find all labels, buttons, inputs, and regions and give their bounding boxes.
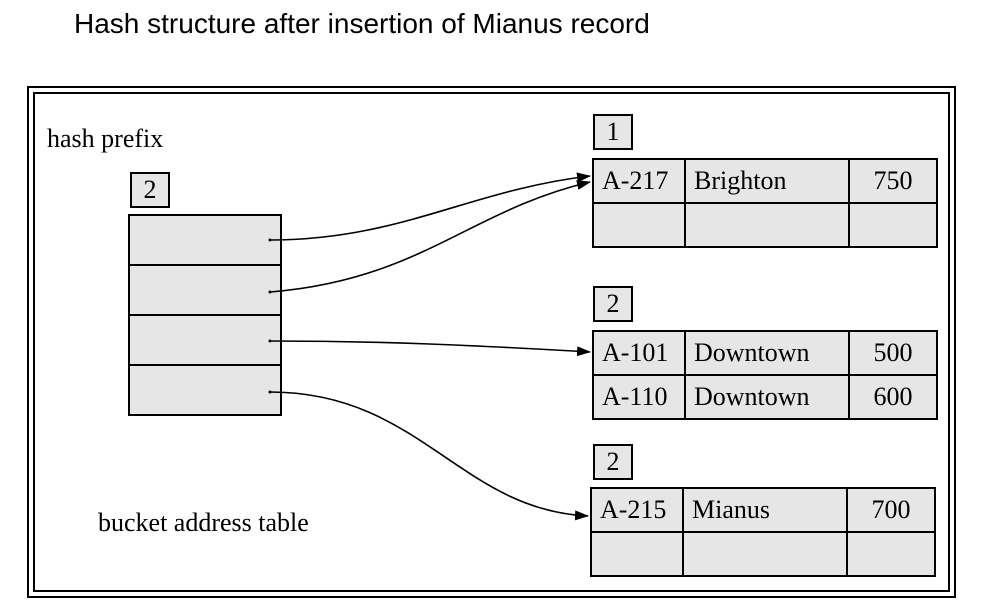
bucket-cell xyxy=(846,531,936,577)
bucket-cell: Brighton xyxy=(684,158,850,204)
bucket-3: A-215 Mianus 700 xyxy=(590,487,936,577)
bucket-cell xyxy=(848,202,938,248)
bucket-cell: Downtown xyxy=(684,330,850,376)
bucket-cell xyxy=(682,531,848,577)
pointer-arrow-3 xyxy=(269,391,589,521)
global-depth-box: 2 xyxy=(130,172,170,208)
bucket-address-table-label: bucket address table xyxy=(98,508,309,537)
table-row xyxy=(590,531,936,577)
pointer-origin-0 xyxy=(268,238,272,242)
bucket-cell: A-110 xyxy=(592,374,686,420)
pointer-arrow-2 xyxy=(269,340,591,357)
bucket-cell: 750 xyxy=(848,158,938,204)
bucket-2-local-depth: 2 xyxy=(593,286,633,322)
table-row: A-215 Mianus 700 xyxy=(590,487,936,533)
table-row: A-101 Downtown 500 xyxy=(592,330,938,376)
table-row: A-217 Brighton 750 xyxy=(592,158,938,204)
table-row xyxy=(592,202,938,248)
bucket-cell: Mianus xyxy=(682,487,848,533)
bucket-cell xyxy=(684,202,850,248)
bucket-cell: A-215 xyxy=(590,487,684,533)
pointer-origin-1 xyxy=(268,290,272,294)
bucket-1-local-depth: 1 xyxy=(593,114,633,150)
bucket-cell: 700 xyxy=(846,487,936,533)
bucket-cell: 500 xyxy=(848,330,938,376)
bucket-2: A-101 Downtown 500 A-110 Downtown 600 xyxy=(592,330,938,420)
bucket-cell: Downtown xyxy=(684,374,850,420)
diagram-title: Hash structure after insertion of Mianus… xyxy=(74,8,650,39)
pointer-arrow-0 xyxy=(269,172,591,241)
outer-frame xyxy=(27,86,956,598)
bucket-address-entry-0 xyxy=(130,216,280,266)
bucket-cell: A-217 xyxy=(592,158,686,204)
bucket-address-entry-2 xyxy=(130,316,280,366)
bucket-3-local-depth: 2 xyxy=(593,444,633,480)
bucket-cell: 600 xyxy=(848,374,938,420)
pointer-origin-2 xyxy=(268,339,272,343)
pointer-arrow-1 xyxy=(269,180,591,293)
bucket-cell xyxy=(590,531,684,577)
bucket-1: A-217 Brighton 750 xyxy=(592,158,938,248)
bucket-address-table xyxy=(128,214,282,416)
bucket-cell: A-101 xyxy=(592,330,686,376)
table-row: A-110 Downtown 600 xyxy=(592,374,938,420)
pointer-origin-3 xyxy=(268,390,272,394)
bucket-address-entry-1 xyxy=(130,266,280,316)
inner-frame xyxy=(33,92,950,592)
bucket-cell xyxy=(592,202,686,248)
hash-prefix-label: hash prefix xyxy=(47,124,164,153)
